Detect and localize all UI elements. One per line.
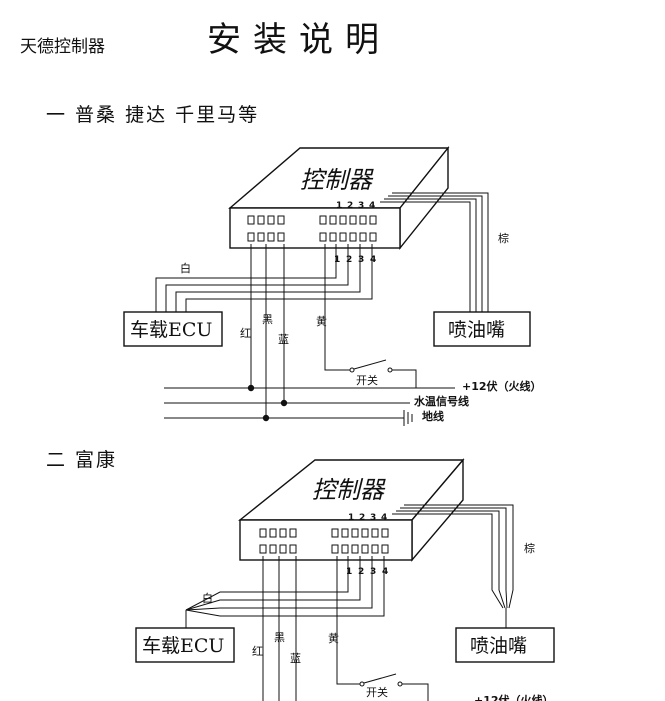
- wire-label-black-2: 黑: [274, 631, 285, 644]
- ecu-box-2: [135, 627, 235, 663]
- pin-label: 4: [370, 255, 376, 265]
- pin-label: 3: [358, 201, 364, 211]
- wire-label-red-1: 红: [240, 327, 251, 340]
- switch-symbol-2: [359, 673, 429, 701]
- temp-line-label-1: 水温信号线: [414, 394, 469, 408]
- pin-label: 4: [382, 567, 388, 577]
- pin-label: 1: [346, 567, 352, 577]
- switch-label-2: 开关: [366, 685, 388, 699]
- power-line-label-1: +12伏（火线）: [462, 379, 542, 393]
- injector-wires-1: [380, 192, 489, 312]
- switch-label-1: 开关: [356, 373, 378, 387]
- diagram-2: 控制器 1 2 3 4 1 2 3 4 棕 喷油嘴: [135, 458, 555, 701]
- power-line-label-2: +12伏（火线）: [474, 693, 554, 701]
- controller-box-2: 控制器 1 2 3 4 1 2 3 4: [238, 458, 465, 577]
- injector-box-2: [455, 627, 555, 663]
- pin-label: 4: [369, 201, 375, 211]
- pin-label: 3: [370, 567, 376, 577]
- pin-label: 3: [358, 255, 364, 265]
- section-heading-2: 二 富康: [46, 449, 118, 471]
- ecu-label-2: 车载ECU: [142, 635, 224, 657]
- pin-label: 1: [348, 513, 354, 523]
- switch-symbol-1: [349, 359, 417, 388]
- injector-label-2: 喷油嘴: [470, 635, 527, 657]
- page-title: 安装说明: [207, 20, 391, 60]
- section-heading-1: 一 普桑 捷达 千里马等: [46, 104, 260, 126]
- ecu-wires-2: [185, 556, 385, 628]
- wire-label-black-1: 黑: [262, 313, 273, 326]
- controller-label-1: 控制器: [300, 166, 374, 194]
- wire-label-white-2: 白: [202, 591, 213, 605]
- pin-label: 2: [359, 513, 365, 523]
- injector-wires-2: [392, 504, 514, 628]
- wire-label-yellow-1: 黄: [316, 314, 327, 328]
- ecu-label-1: 车载ECU: [130, 319, 212, 341]
- diagram-1: 控制器 1 2 3 4 1 2 3 4 棕 喷油嘴: [123, 146, 542, 426]
- wire-label-yellow-2: 黄: [328, 631, 339, 645]
- pin-label: 1: [336, 201, 342, 211]
- wire-label-white-1: 白: [180, 261, 191, 275]
- ecu-wires-1: [155, 244, 373, 312]
- wire-label-blue-2: 蓝: [290, 652, 301, 665]
- wire-label-red-2: 红: [252, 645, 263, 658]
- pin-label: 4: [381, 513, 387, 523]
- ground-line-label-1: 地线: [422, 409, 444, 423]
- pin-label: 3: [370, 513, 376, 523]
- controller-label-2: 控制器: [312, 476, 386, 504]
- injector-label-1: 喷油嘴: [448, 319, 505, 341]
- ecu-box-1: [123, 311, 223, 347]
- pin-label: 2: [346, 255, 352, 265]
- pin-label: 2: [347, 201, 353, 211]
- wire-label-blue-1: 蓝: [278, 333, 289, 346]
- brand-name: 天德控制器: [20, 37, 105, 57]
- injector-box-1: [433, 311, 531, 347]
- wire-label-brown-1: 棕: [498, 231, 509, 245]
- controller-box-1: 控制器 1 2 3 4 1 2 3 4: [228, 146, 450, 265]
- wire-label-brown-2: 棕: [524, 541, 535, 555]
- pin-label: 1: [334, 255, 340, 265]
- pin-label: 2: [358, 567, 364, 577]
